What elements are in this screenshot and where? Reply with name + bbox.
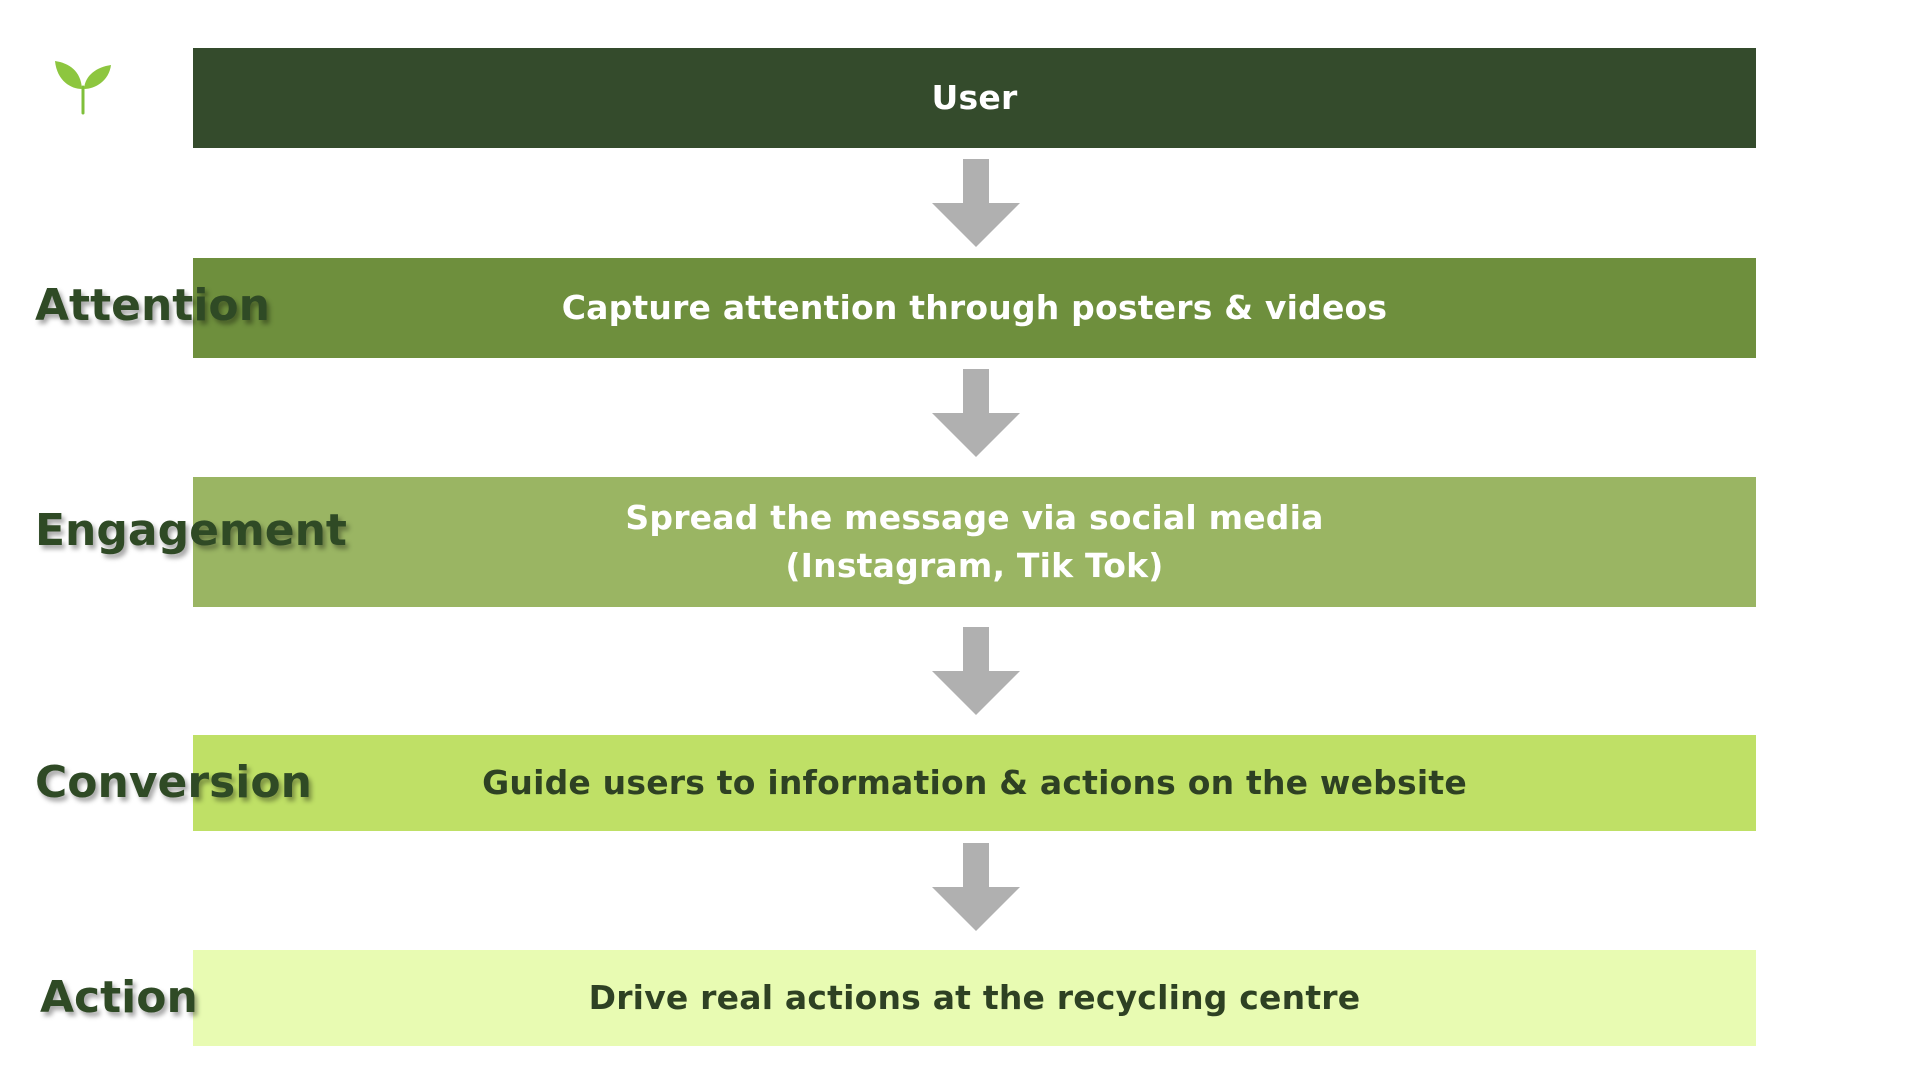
stage-text: Spread the message via social media (Ins… [625,494,1323,590]
stage-text-line: Capture attention through posters & vide… [561,288,1388,327]
stage-box-user: User [193,48,1756,148]
stage-text-line: Drive real actions at the recycling cent… [588,978,1361,1017]
stage-box-conversion: Guide users to information & actions on … [193,735,1756,831]
stage-box-action: Drive real actions at the recycling cent… [193,950,1756,1046]
stage-label-engagement: Engagement [35,505,347,556]
stage-label-action: Action [40,972,198,1023]
down-arrow-icon [932,159,1020,247]
stage-box-attention: Capture attention through posters & vide… [193,258,1756,358]
stage-text-line: User [931,78,1018,117]
down-arrow-icon [932,627,1020,715]
stage-label-conversion: Conversion [35,757,312,808]
stage-text: Capture attention through posters & vide… [562,284,1388,332]
stage-text-line: (Instagram, Tik Tok) [785,546,1164,585]
stage-box-engagement: Spread the message via social media (Ins… [193,477,1756,607]
stage-text: Guide users to information & actions on … [482,759,1467,807]
down-arrow-icon [932,369,1020,457]
stage-text-line: Spread the message via social media [625,498,1324,537]
stage-text-line: Guide users to information & actions on … [482,763,1467,802]
stage-label-attention: Attention [35,280,270,331]
sprout-leaf-icon [53,55,113,115]
stage-text: User [932,74,1018,122]
down-arrow-icon [932,843,1020,931]
stage-text: Drive real actions at the recycling cent… [589,974,1361,1022]
